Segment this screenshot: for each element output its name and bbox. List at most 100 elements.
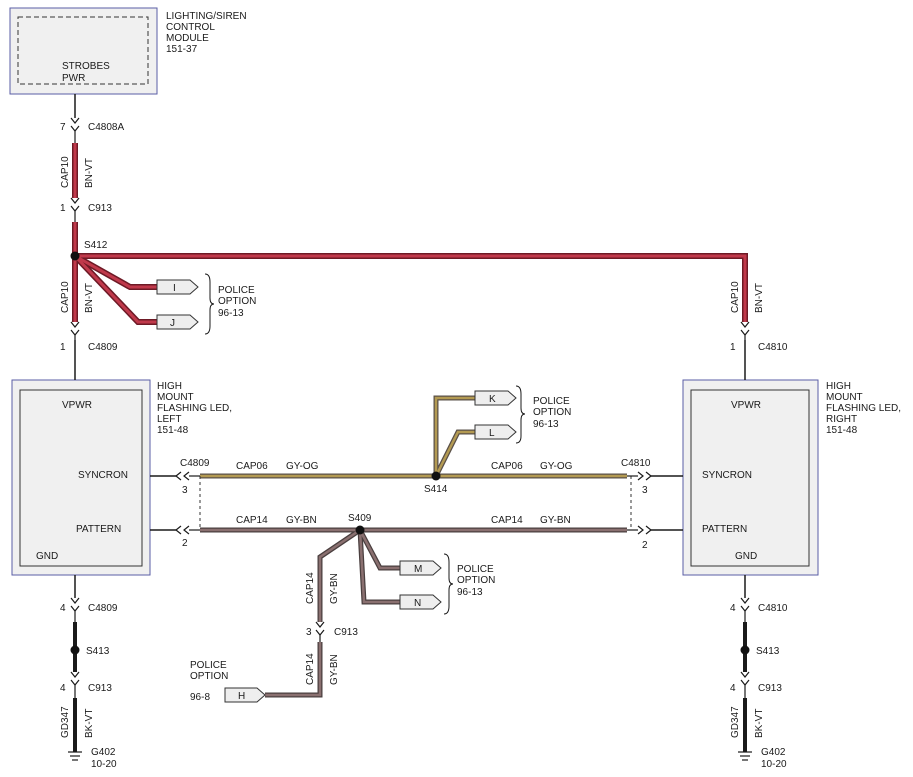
right-ground-name: G402 [761,747,786,758]
module-pin-label-2: PWR [62,73,85,84]
connector-symbols [70,117,750,698]
c4810-pattern-pin: 2 [642,540,648,551]
module-name-line-3: MODULE [166,33,209,44]
c4810-top-pin: 1 [730,342,736,353]
left-led-syncron-pin: SYNCRON [78,470,128,481]
option-pin-l: L [489,428,495,439]
right-drop-circuit: CAP10 [730,281,741,313]
gy-og-wires [200,395,627,479]
left-led-name-line-3: FLASHING LED, [157,403,232,414]
left-led-ref: 151-48 [157,425,189,436]
bk-vt-wires [73,622,747,752]
option-braces [204,273,526,615]
c4810-top-name: C4810 [758,342,788,353]
sync-right-circuit: CAP06 [491,461,523,472]
option-pin-k: K [489,394,496,405]
left-led-vpwr-pin: VPWR [62,400,92,411]
thin-leads [74,94,746,598]
left-ground-color: BK-VT [84,709,95,738]
left-led-name-line-4: LEFT [157,414,181,425]
module-pin-label-1: STROBES [62,61,110,72]
c4810-gnd-pin: 4 [730,603,736,614]
pattern-left-circuit: CAP14 [236,515,268,526]
lighting-siren-control-module: STROBES PWR [9,7,158,95]
splice-s412-dot [70,251,80,261]
police-option-4-line-2: OPTION [190,671,228,682]
left-ground-circuit: GD347 [60,706,71,738]
right-led-vpwr-pin: VPWR [731,400,761,411]
c913-top-pin: 1 [60,203,66,214]
left-flashing-led: VPWR SYNCRON PATTERN GND [11,379,151,576]
c913-mid-pin: 3 [306,627,312,638]
pattern-right-circuit: CAP14 [491,515,523,526]
right-led-name-line-3: FLASHING LED, [826,403,901,414]
s409-drop-color: GY-BN [329,573,340,604]
police-option-4-line-1: POLICE [190,660,227,671]
option-tags [156,279,517,703]
right-flashing-led: VPWR SYNCRON PATTERN GND [682,379,819,576]
c913-top-name: C913 [88,203,112,214]
c4810-sync-pin: 3 [642,485,648,496]
right-ground-color: BK-VT [754,709,765,738]
splice-s409-dot [355,525,365,535]
splice-s413-left-dot [70,645,80,655]
right-led-name-line-4: RIGHT [826,414,857,425]
module-name-line-2: CONTROL [166,22,215,33]
option-pin-j: J [170,318,175,329]
police-option-1-line-1: POLICE [218,285,255,296]
c4809-pattern-pin: 2 [182,538,188,549]
pattern-right-color: GY-BN [540,515,571,526]
police-option-2-line-3: 96-13 [533,419,559,430]
c913-right-gnd-name: C913 [758,683,782,694]
police-option-3-line-2: OPTION [457,575,495,586]
module-name-line-1: LIGHTING/SIREN [166,11,247,22]
police-option-2-line-2: OPTION [533,407,571,418]
c913-left-gnd-pin: 4 [60,683,66,694]
police-option-1-line-2: OPTION [218,296,256,307]
option-pin-h: H [238,691,245,702]
right-led-ref: 151-48 [826,425,858,436]
h-wire-color: GY-BN [329,654,340,685]
police-option-1-line-3: 96-13 [218,308,244,319]
c4809-gnd-name: C4809 [88,603,118,614]
c4809-gnd-pin: 4 [60,603,66,614]
c4810-gnd-name: C4810 [758,603,788,614]
c913-left-gnd-name: C913 [88,683,112,694]
splice-s412-label: S412 [84,240,108,251]
s409-drop-circuit: CAP14 [305,572,316,604]
c4808a-pin: 7 [60,122,66,133]
c913-right-gnd-pin: 4 [730,683,736,694]
right-ground-ref: 10-20 [761,759,787,770]
right-led-pattern-pin: PATTERN [702,524,747,535]
police-option-2-line-1: POLICE [533,396,570,407]
left-led-pattern-pin: PATTERN [76,524,121,535]
pattern-left-color: GY-BN [286,515,317,526]
top-wire-color: BN-VT [84,158,95,188]
option-pin-i: I [173,283,176,294]
c4809-top-name: C4809 [88,342,118,353]
right-led-syncron-pin: SYNCRON [702,470,752,481]
ground-symbols [68,751,752,761]
left-led-gnd-pin: GND [36,551,58,562]
top-wire-circuit: CAP10 [60,156,71,188]
left-ground-ref: 10-20 [91,759,117,770]
left-led-name-line-1: HIGH [157,381,182,392]
connector-dashes [199,476,632,530]
splice-s413-left-label: S413 [86,646,110,657]
right-ground-circuit: GD347 [730,706,741,738]
police-option-3-line-3: 96-13 [457,587,483,598]
left-ground-name: G402 [91,747,116,758]
right-led-gnd-pin: GND [735,551,757,562]
bn-vt-wires [72,143,748,325]
police-option-3-line-1: POLICE [457,564,494,575]
sync-left-color: GY-OG [286,461,319,472]
c913-mid-name: C913 [334,627,358,638]
splice-s413-right-dot [740,645,750,655]
sync-right-color: GY-OG [540,461,573,472]
left-led-name-line-2: MOUNT [157,392,194,403]
left-drop-color: BN-VT [84,283,95,313]
police-option-4-line-3: 96-8 [190,692,210,703]
left-drop-circuit: CAP10 [60,281,71,313]
